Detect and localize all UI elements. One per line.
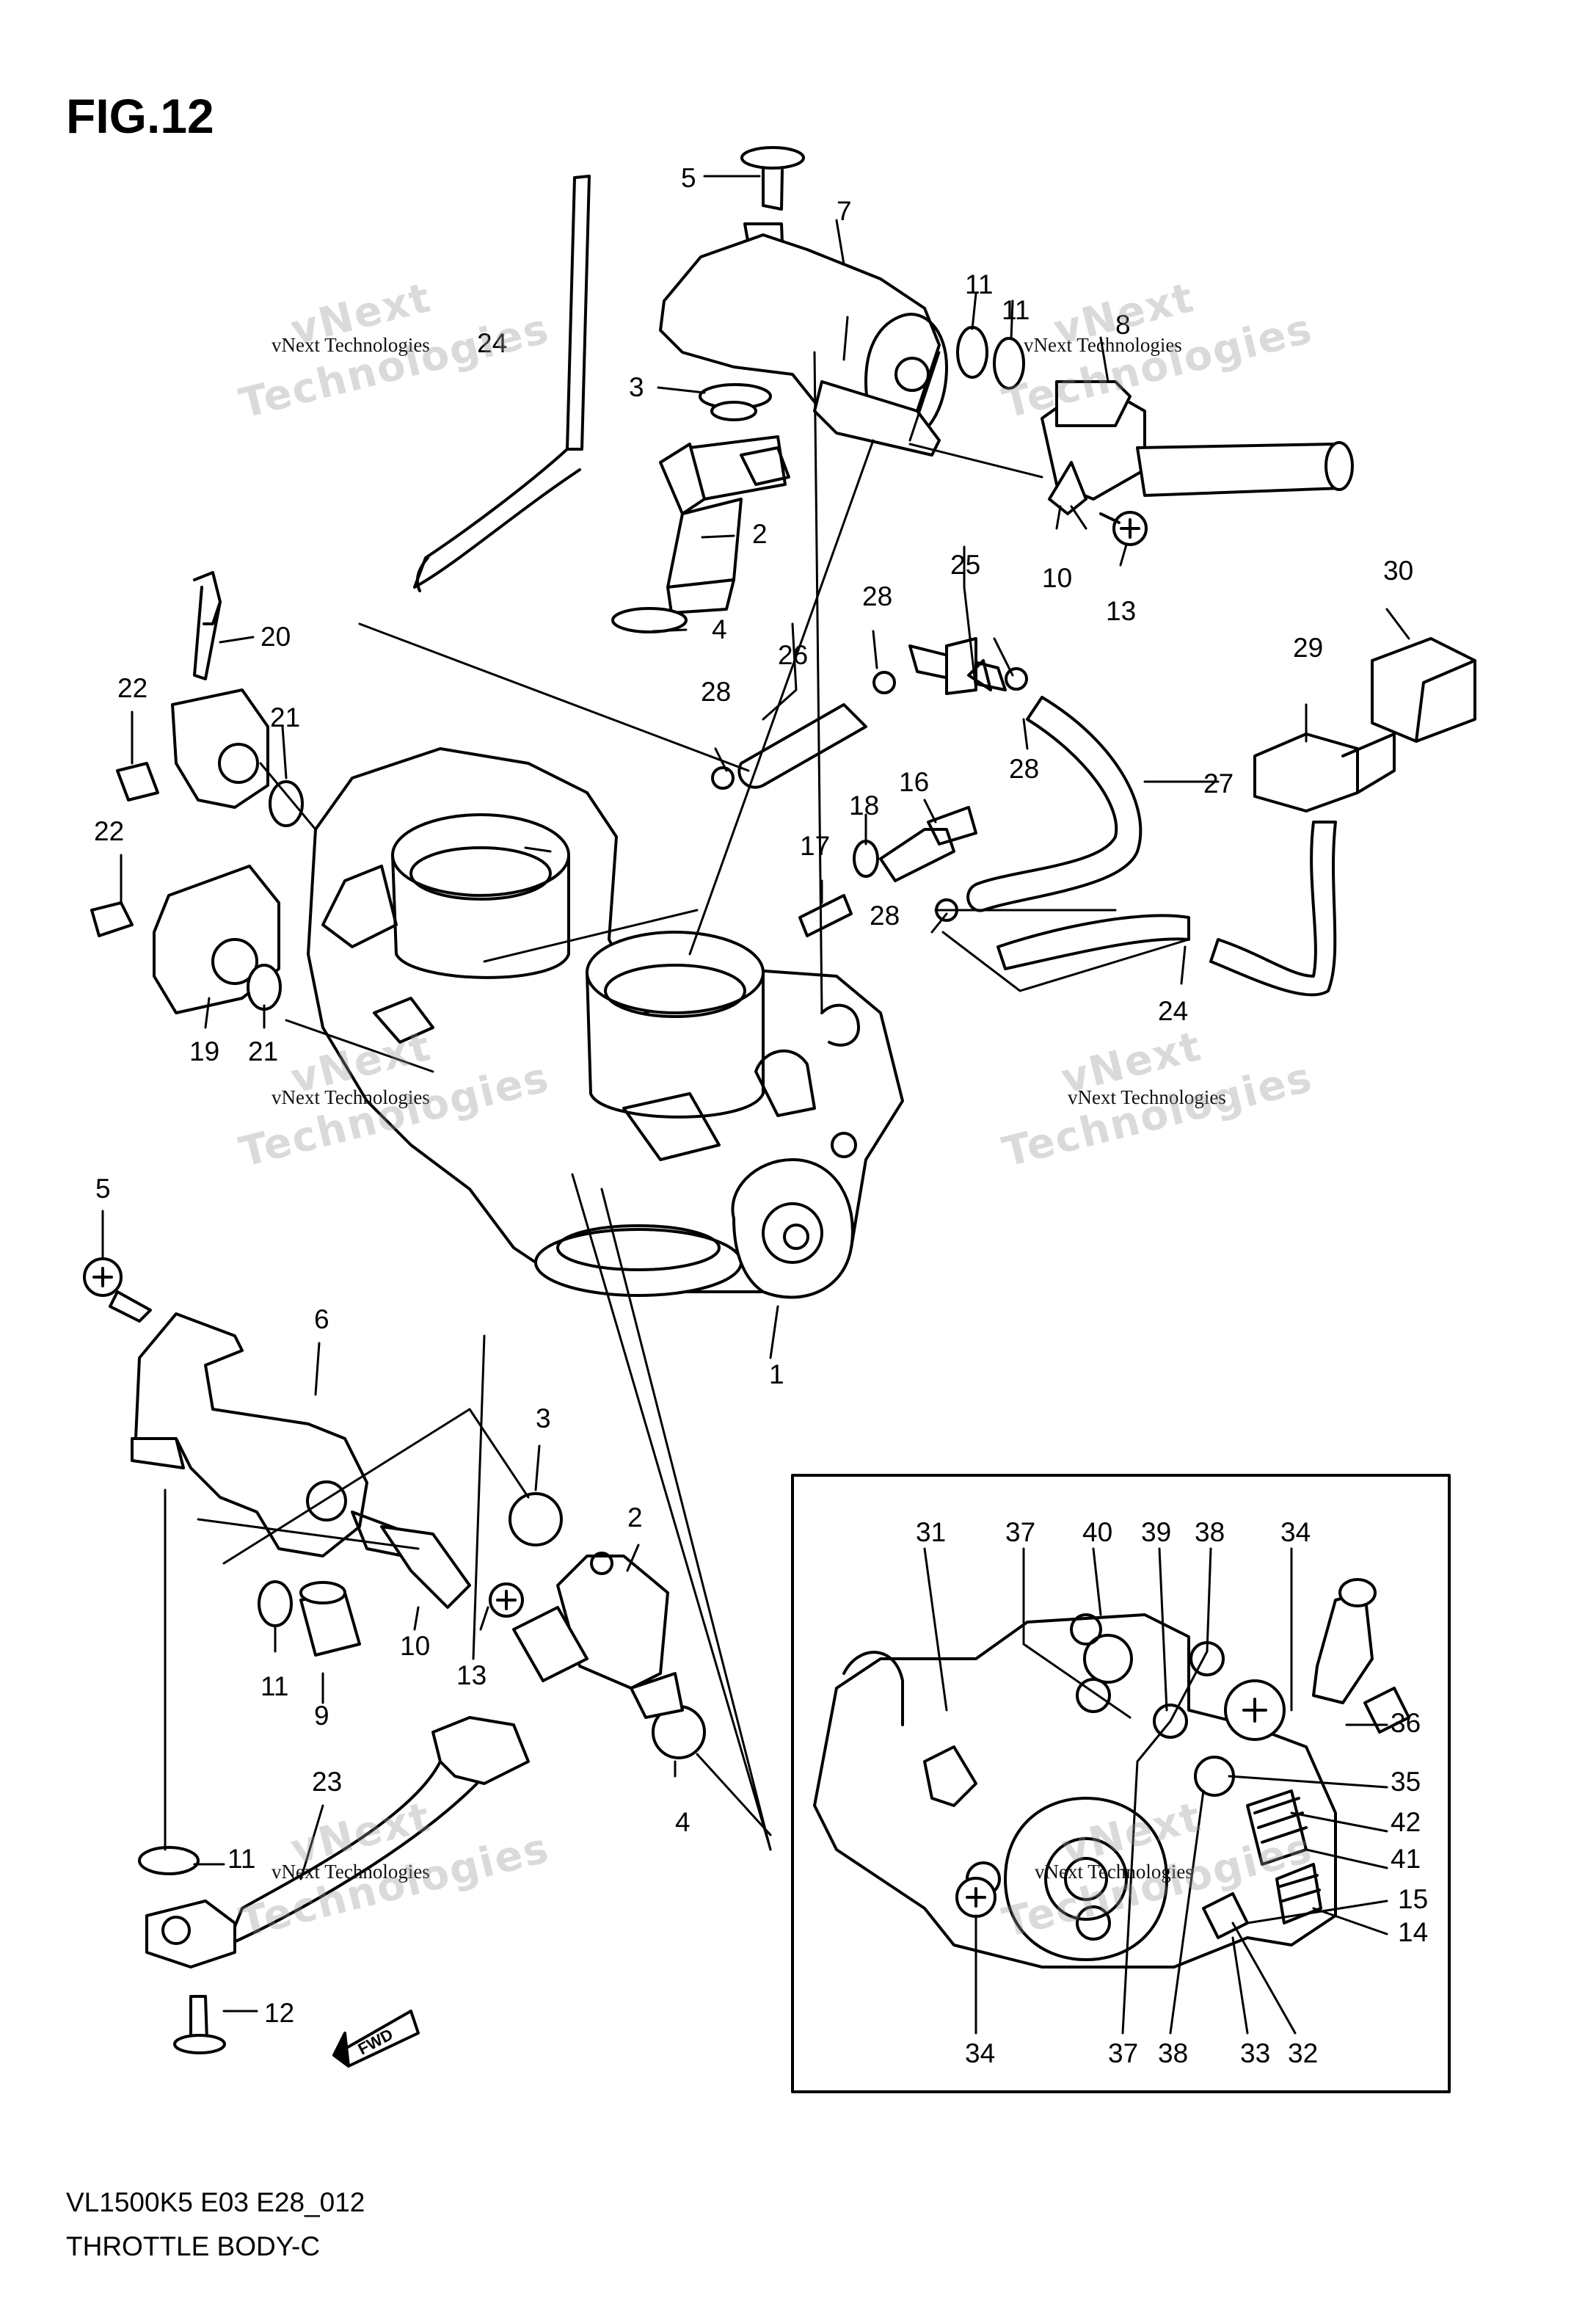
fuel-injector-lower	[512, 1552, 684, 1719]
callout-12: 12	[264, 1998, 294, 2028]
watermark-small-3: vNext Technologies	[272, 1086, 430, 1108]
throttle-body-assembly	[307, 747, 904, 1299]
callout-numbers: 1 2 2 3 3 4 4 5 5 6 7 8 9 10 10 11 11 11…	[94, 163, 1428, 2068]
callout-2b: 2	[627, 1502, 643, 1533]
watermark-small-6: vNext Technologies	[1035, 1861, 1193, 1883]
fuel-joint-cap	[299, 1581, 361, 1657]
o-ring-3-lower	[509, 1492, 563, 1546]
callout-1: 1	[769, 1359, 784, 1389]
callout-24b: 24	[1158, 996, 1188, 1026]
o-ring-11a	[956, 326, 988, 379]
callout-38b: 38	[1158, 2038, 1188, 2068]
callout-4b: 4	[675, 1807, 690, 1837]
o-ring-11c	[258, 1580, 293, 1627]
callout-3a: 3	[629, 372, 644, 402]
o-ring-11d	[138, 1846, 200, 1875]
forward-arrow-icon	[332, 2010, 420, 2068]
inset-detail-box	[791, 1474, 1451, 2093]
callout-41: 41	[1391, 1844, 1421, 1874]
callout-26: 26	[778, 640, 808, 670]
fuel-delivery-pipe-front	[83, 1257, 524, 1618]
callout-10b: 10	[400, 1631, 430, 1661]
callout-34b: 34	[965, 2038, 995, 2068]
callout-29: 29	[1293, 633, 1323, 663]
callout-2a: 2	[752, 519, 768, 549]
callout-4a: 4	[712, 614, 727, 644]
callout-24a: 24	[477, 328, 507, 358]
callout-5b: 5	[95, 1174, 111, 1204]
watermark-small-5: vNext Technologies	[272, 1861, 430, 1883]
map-sensor	[1253, 637, 1476, 813]
callout-6: 6	[314, 1304, 329, 1334]
vacuum-hose-upper	[413, 175, 591, 592]
callout-28a: 28	[862, 581, 892, 611]
callout-25: 25	[950, 550, 980, 580]
callout-17: 17	[800, 831, 830, 861]
callout-20: 20	[260, 622, 291, 652]
callout-40: 40	[1082, 1517, 1112, 1547]
callout-13a: 13	[1106, 596, 1136, 626]
throttle-position-sensor-lower	[90, 865, 282, 1014]
figure-code: VL1500K5 E03 E28_012	[66, 2187, 365, 2217]
callout-7: 7	[837, 196, 852, 226]
leader-lines	[101, 175, 1410, 2013]
watermark-small-2: vNext Technologies	[1024, 334, 1182, 356]
callout-18: 18	[849, 790, 879, 821]
callout-32: 32	[1288, 2038, 1318, 2068]
callout-13b: 13	[456, 1660, 487, 1690]
callout-8: 8	[1115, 310, 1131, 340]
o-ring-11b	[993, 337, 1025, 390]
callout-9: 9	[314, 1701, 329, 1731]
throttle-position-sensor-upper	[116, 571, 304, 827]
callout-33: 33	[1240, 2038, 1270, 2068]
callout-14: 14	[1398, 1917, 1428, 1947]
callout-38a: 38	[1195, 1517, 1225, 1547]
callout-16: 16	[899, 767, 929, 797]
callout-21a: 21	[270, 702, 300, 733]
callout-3b: 3	[536, 1403, 551, 1433]
callout-28d: 28	[870, 901, 900, 931]
figure-name: THROTTLE BODY-C	[66, 2231, 321, 2261]
callout-39: 39	[1141, 1517, 1171, 1547]
callout-21b: 21	[248, 1036, 278, 1066]
fuel-injector-upper	[611, 383, 790, 633]
callout-37b: 37	[1108, 2038, 1138, 2068]
callout-35: 35	[1391, 1767, 1421, 1797]
watermark-small-1: vNext Technologies	[272, 334, 430, 356]
fuel-delivery-pipe-rear	[659, 146, 948, 457]
figure-title: FIG.12	[66, 89, 214, 143]
callout-11d: 11	[227, 1844, 255, 1874]
callout-36: 36	[1391, 1708, 1421, 1738]
fuel-feed-hose	[145, 1716, 530, 2054]
callout-11b: 11	[1002, 295, 1030, 325]
callout-11a: 11	[965, 269, 993, 299]
callout-30: 30	[1383, 556, 1413, 586]
callout-37a: 37	[1005, 1517, 1035, 1547]
callout-22a: 22	[117, 673, 147, 703]
callout-28c: 28	[1009, 754, 1039, 784]
callout-28b: 28	[701, 677, 731, 707]
callout-10a: 10	[1042, 563, 1072, 593]
fuel-joint-upper	[1041, 380, 1354, 546]
callout-34a: 34	[1280, 1517, 1311, 1547]
vacuum-tee-and-hoses	[711, 637, 1337, 997]
watermark-small-4: vNext Technologies	[1068, 1086, 1226, 1108]
callout-31: 31	[916, 1517, 946, 1547]
callout-22b: 22	[94, 816, 124, 846]
idle-adjust-screw	[798, 806, 977, 937]
callout-23: 23	[312, 1767, 342, 1797]
callout-11c: 11	[260, 1671, 288, 1701]
callout-19: 19	[189, 1036, 219, 1066]
callout-27: 27	[1203, 768, 1234, 799]
callout-5a: 5	[681, 163, 696, 193]
callout-42: 42	[1391, 1807, 1421, 1837]
callout-15: 15	[1398, 1884, 1428, 1914]
